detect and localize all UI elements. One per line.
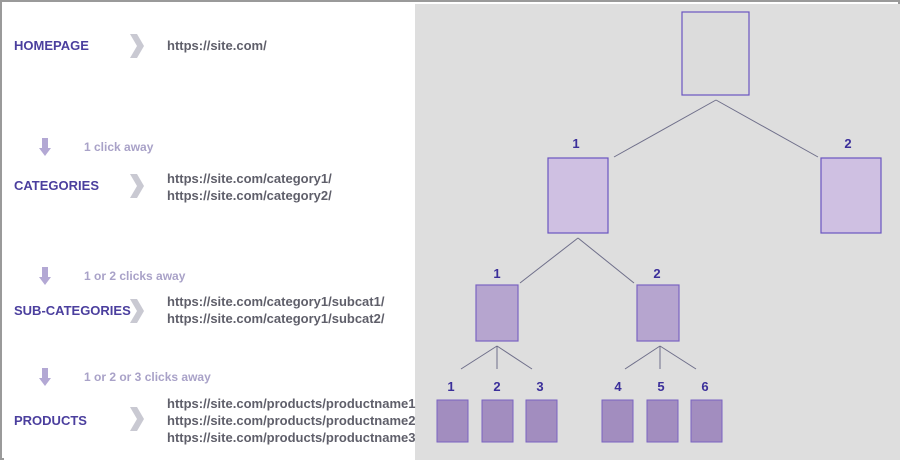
click-note: 1 click away [84, 140, 154, 154]
level-label-homepage: HOMEPAGE [14, 38, 89, 53]
tree-node-product [481, 399, 514, 443]
homepage-urls: https://site.com/ [167, 37, 267, 54]
arrow-down-icon [39, 267, 51, 285]
url-text: https://site.com/category1/subcat2/ [167, 311, 385, 326]
site-tree-panel [415, 4, 900, 460]
click-note: 1 or 2 clicks away [84, 269, 186, 283]
tree-node-number: 6 [701, 379, 708, 394]
tree-node-product [525, 399, 558, 443]
tree-edge [659, 345, 697, 370]
level-label-subcategories: SUB-CATEGORIES [14, 303, 131, 318]
chevron-right-icon [130, 407, 144, 431]
category-urls: https://site.com/category1/ https://site… [167, 170, 332, 204]
tree-node-category [820, 157, 882, 234]
tree-node-number: 2 [493, 379, 500, 394]
tree-node-subcategory [475, 284, 519, 342]
tree-node-number: 1 [447, 379, 454, 394]
tree-edges [460, 99, 819, 370]
tree-edge [460, 345, 498, 370]
tree-edge [624, 345, 661, 370]
tree-node-number: 2 [653, 266, 660, 281]
chevron-right-icon [130, 174, 144, 198]
tree-node-number: 5 [657, 379, 664, 394]
tree-node-number: 4 [614, 379, 622, 394]
url-text: https://site.com/ [167, 38, 267, 53]
tree-node-subcategory [636, 284, 680, 342]
url-text: https://site.com/category1/subcat1/ [167, 294, 385, 309]
tree-node-number: 1 [572, 136, 579, 151]
url-text: https://site.com/category2/ [167, 188, 332, 203]
product-urls: https://site.com/products/productname1 h… [167, 395, 415, 446]
tree-node-number: 1 [493, 266, 500, 281]
tree-edge [519, 237, 579, 284]
chevron-right-icon [130, 299, 144, 323]
click-note: 1 or 2 or 3 clicks away [84, 370, 211, 384]
tree-edge [577, 237, 635, 284]
tree-edge [496, 345, 533, 370]
url-text: https://site.com/category1/ [167, 171, 332, 186]
tree-edge [613, 99, 717, 158]
tree-node-product [646, 399, 679, 443]
url-hierarchy-panel [4, 4, 415, 460]
subcategory-urls: https://site.com/category1/subcat1/ http… [167, 293, 384, 327]
tree-node-category [547, 157, 609, 234]
tree-node-product [436, 399, 469, 443]
tree-node-product [601, 399, 634, 443]
tree-node-homepage [681, 11, 750, 96]
tree-node-number: 2 [844, 136, 851, 151]
tree-edge [715, 99, 819, 158]
tree-node-product [690, 399, 723, 443]
level-label-categories: CATEGORIES [14, 178, 99, 193]
url-text: https://site.com/products/productname3 [167, 430, 416, 445]
arrow-down-icon [39, 138, 51, 156]
chevron-right-icon [130, 34, 144, 58]
arrow-down-icon [39, 368, 51, 386]
url-text: https://site.com/products/productname2 [167, 413, 416, 428]
level-label-products: PRODUCTS [14, 413, 87, 428]
url-text: https://site.com/products/productname1 [167, 396, 416, 411]
tree-node-number: 3 [536, 379, 543, 394]
